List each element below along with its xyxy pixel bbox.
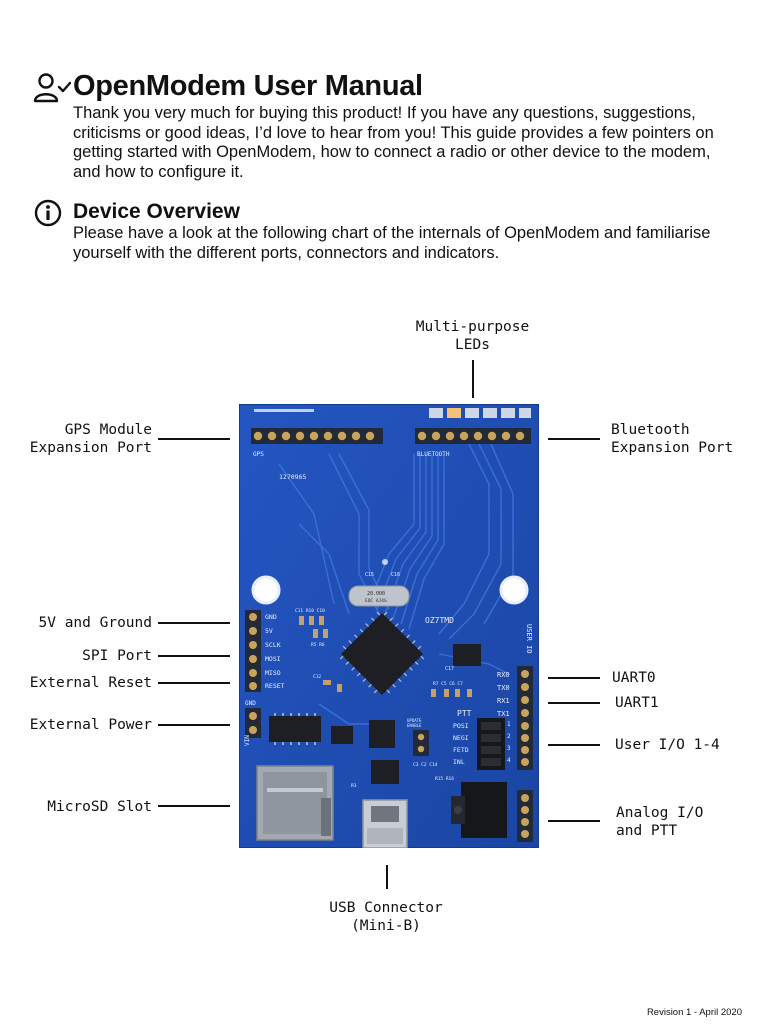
bluetooth-header-pins	[415, 428, 531, 444]
leader-uart1	[548, 702, 600, 704]
svg-text:NEGI: NEGI	[453, 734, 469, 742]
svg-text:SCLK: SCLK	[265, 641, 281, 649]
gps-header-pins	[251, 428, 383, 444]
label-power-ground: 5V and Ground	[38, 615, 153, 631]
led-strip	[254, 408, 531, 418]
leader-reset	[158, 682, 230, 684]
section-title: Device Overview	[73, 200, 240, 223]
svg-text:1: 1	[507, 721, 511, 728]
left-header-pins	[245, 610, 261, 692]
revision-footer: Revision 1 - April 2020	[646, 1007, 742, 1018]
svg-text:RX1: RX1	[497, 697, 510, 705]
svg-text:TX0: TX0	[497, 684, 510, 692]
label-uart0: UART0	[612, 670, 656, 686]
leader-bluetooth	[548, 438, 600, 440]
mounting-holes	[251, 575, 529, 605]
svg-text:UPDATE: UPDATE	[407, 718, 422, 723]
label-ext-power: External Power	[29, 717, 152, 733]
leader-power-ground	[158, 622, 230, 624]
svg-text:GND: GND	[265, 613, 277, 621]
leader-leds	[472, 360, 474, 398]
info-circle-icon	[34, 199, 62, 227]
board-bluetooth-text: BLUETOOTH	[417, 451, 450, 458]
svg-text:2: 2	[507, 733, 511, 740]
microsd-slot	[256, 765, 334, 841]
svg-text:INL: INL	[453, 758, 465, 766]
leader-spi	[158, 655, 230, 657]
svg-text:R7 C5 C6 C7: R7 C5 C6 C7	[433, 681, 463, 687]
board-gps-text: GPS	[253, 451, 264, 458]
intro-paragraph: Thank you very much for buying this prod…	[73, 104, 714, 181]
board-ptt-text: PTT	[457, 709, 472, 718]
label-spi: SPI Port	[82, 648, 152, 664]
svg-text:C12: C12	[313, 674, 321, 680]
svg-text:C3 C2 C14: C3 C2 C14	[413, 762, 438, 768]
svg-text:ENABLE: ENABLE	[407, 723, 422, 728]
svg-text:3: 3	[507, 745, 511, 752]
svg-text:VIN: VIN	[244, 735, 251, 746]
leader-ext-power	[158, 724, 230, 726]
svg-text:4: 4	[507, 757, 511, 764]
label-reset: External Reset	[29, 675, 152, 691]
svg-text:R15 R16: R15 R16	[435, 776, 454, 782]
pcb-board-image: GPS BLUETOOTH 1270965 20.000 EQC AJ4G C1…	[238, 403, 540, 849]
board-user-io-text: USER IO	[525, 624, 533, 654]
svg-text:RESET: RESET	[265, 682, 285, 690]
title-icon	[33, 72, 72, 104]
svg-text:FETD: FETD	[453, 746, 469, 754]
overview-paragraph: Please have a look at the following char…	[73, 224, 711, 262]
right-header-pins	[517, 666, 533, 770]
label-usb: USB Connector (Mini-B)	[329, 900, 443, 934]
svg-text:TX1: TX1	[497, 710, 510, 718]
svg-text:20.000: 20.000	[367, 591, 385, 597]
svg-text:C15: C15	[365, 572, 374, 578]
svg-text:C11 R10 C10: C11 R10 C10	[295, 608, 325, 614]
label-uart1: UART1	[615, 695, 659, 711]
audio-jack	[451, 782, 507, 838]
svg-text:5V: 5V	[265, 627, 273, 635]
svg-text:R5 R6: R5 R6	[311, 642, 325, 648]
small-chip	[453, 644, 481, 666]
label-bluetooth: Bluetooth Expansion Port	[611, 422, 734, 456]
crystal	[348, 585, 410, 607]
label-gps: GPS Module Expansion Port	[29, 422, 152, 456]
svg-text:GND: GND	[245, 700, 256, 707]
svg-text:MISO: MISO	[265, 669, 281, 677]
label-microsd: MicroSD Slot	[47, 799, 152, 815]
label-user-io: User I/O 1-4	[615, 737, 720, 753]
board-brand-text: OZ7TMD	[425, 616, 454, 625]
soic-chip	[269, 713, 321, 745]
label-analog: Analog I/O and PTT	[616, 805, 704, 839]
label-leds: Multi-purpose LEDs	[415, 319, 530, 353]
svg-text:EQC AJ4G: EQC AJ4G	[365, 598, 387, 604]
svg-text:MOSI: MOSI	[265, 655, 281, 663]
board-serial-text: 1270965	[279, 473, 306, 481]
leader-gps	[158, 438, 230, 440]
leader-analog	[548, 820, 600, 822]
leader-microsd	[158, 805, 230, 807]
svg-text:RX0: RX0	[497, 671, 510, 679]
leader-user-io	[548, 744, 600, 746]
svg-text:R3: R3	[351, 783, 357, 789]
leader-usb	[386, 865, 388, 889]
page-title: OpenModem User Manual	[73, 70, 423, 102]
svg-text:C17: C17	[445, 666, 454, 672]
leader-uart0	[548, 677, 600, 679]
svg-text:POSI: POSI	[453, 722, 469, 730]
svg-text:C16: C16	[391, 572, 400, 578]
usb-mini-b-connector	[362, 799, 408, 849]
